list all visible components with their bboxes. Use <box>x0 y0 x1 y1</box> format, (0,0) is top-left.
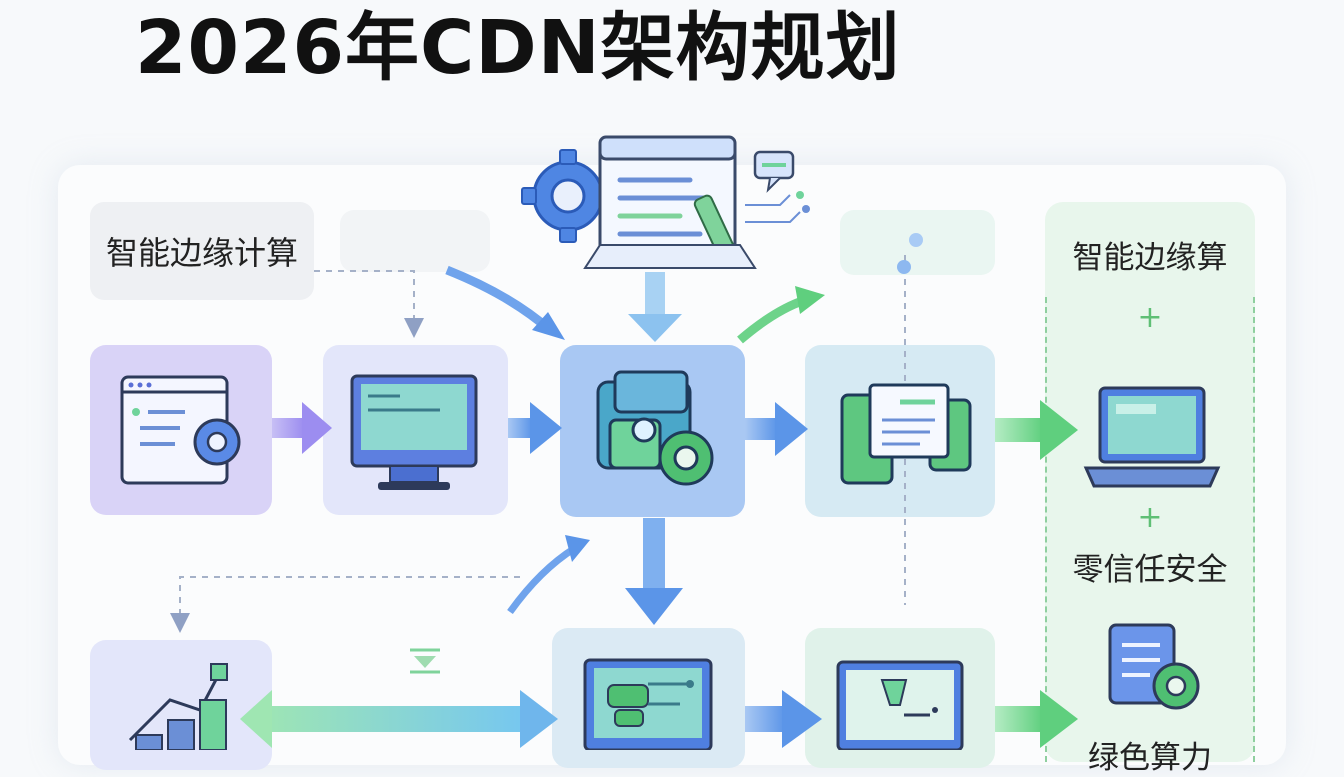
right-label-smart-edge: 智能边缘算 <box>1072 240 1228 276</box>
monitor-icon <box>350 374 478 490</box>
document-icon <box>583 135 757 269</box>
arrow-blue-row2 <box>745 690 822 748</box>
browser-gear-icon <box>120 375 241 485</box>
right-dash-right <box>1253 297 1255 762</box>
dashed-connectors <box>179 255 906 615</box>
arrow-down-top <box>628 272 682 342</box>
small-hourglass-icon <box>410 648 440 674</box>
curve-arrow-green <box>737 295 807 344</box>
arrow-blue-2 <box>745 402 808 456</box>
chat-bubble-icon <box>745 150 810 223</box>
arrow-down-core <box>625 518 683 625</box>
placeholder-box-1 <box>340 210 490 272</box>
documents-icon <box>840 383 972 485</box>
monitor-icon-3 <box>836 660 964 750</box>
curve-arrow-2 <box>507 545 577 615</box>
document-gear-icon <box>1108 623 1200 710</box>
arrow-green-1 <box>995 400 1078 460</box>
arrow-purple <box>272 402 332 454</box>
arrow-blue-1 <box>508 402 562 454</box>
label-smart-edge-compute: 智能边缘计算 <box>90 202 314 300</box>
arrow-green-row2 <box>995 690 1078 748</box>
chart-icon <box>128 663 228 750</box>
diagram-graphics <box>120 135 1221 750</box>
curve-arrow-1 <box>445 265 553 334</box>
right-dash-left <box>1045 297 1047 762</box>
plus-2: + <box>1137 500 1163 535</box>
plus-1: + <box>1137 300 1163 335</box>
laptop-icon <box>1083 386 1221 488</box>
page-title: 2026年CDN架构规划 <box>135 5 901 91</box>
monitor-icon-2 <box>583 658 713 750</box>
folder-gear-icon <box>596 370 714 486</box>
right-label-zero-trust: 零信任安全 <box>1072 552 1228 588</box>
arrow-green-long <box>240 690 558 748</box>
